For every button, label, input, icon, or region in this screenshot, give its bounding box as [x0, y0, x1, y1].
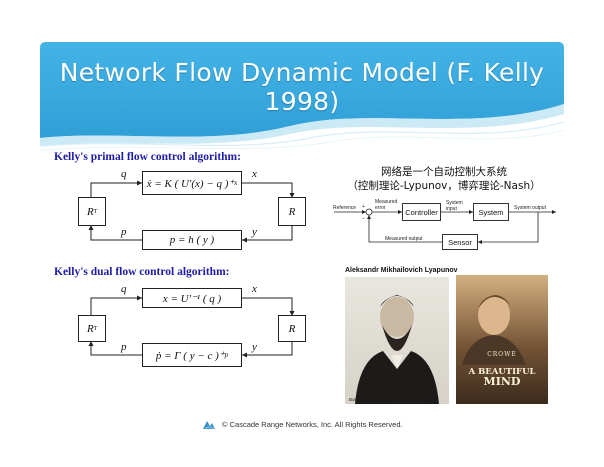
dual-price-equation: ṗ = Γ ( y − c )⁺	[155, 349, 225, 362]
control-title-line1: 网络是一个自动控制大系统	[381, 166, 507, 178]
measured-output-label: Measured output	[385, 236, 423, 242]
dual-price-subscript: p	[224, 351, 229, 359]
control-system-title: 网络是一个自动控制大系统 （控制理论-Lypunov，博弈理论-Nash）	[330, 165, 558, 193]
primal-routing-box: R	[278, 197, 306, 226]
dual-label-p: p	[121, 341, 127, 353]
primal-rt-label: R	[86, 205, 94, 218]
primal-label-q: q	[121, 168, 127, 180]
lyapunov-caption: Aleksandr Mikhailovich Lyapunov	[345, 267, 458, 274]
controller-box: Controller	[402, 203, 441, 221]
poster-actor-name: CROWE	[487, 351, 517, 358]
system-input-label: System input	[446, 200, 463, 212]
reference-label: Reference	[333, 205, 357, 211]
primal-rate-update-box: ẋ = K ( U′(x) − q )⁺x	[142, 171, 242, 195]
primal-label-p: p	[121, 226, 127, 238]
control-title-line2: （控制理论-Lypunov，博弈理论-Nash）	[347, 180, 541, 192]
dual-label-y: y	[252, 341, 257, 353]
born-label: Born	[349, 397, 359, 402]
minus-sign: −	[362, 216, 365, 222]
primal-rate-subscript: x	[234, 179, 238, 187]
dual-rate-equation: x = U′⁻¹ ( q )	[162, 292, 222, 305]
primal-label-y: y	[252, 226, 257, 238]
sensor-box: Sensor	[442, 234, 478, 250]
dual-label-q: q	[121, 283, 127, 295]
banner-background	[40, 42, 564, 151]
primal-price-box: p = h ( y )	[142, 230, 242, 250]
primal-rate-equation: ẋ = K ( U′(x) − q )⁺	[146, 177, 235, 190]
primal-heading: Kelly's primal flow control algorithm:	[54, 151, 241, 163]
dual-r-label: R	[288, 322, 296, 335]
primal-price-equation: p = h ( y )	[169, 234, 215, 246]
movie-poster: CROWE A BEAUTIFUL MIND	[456, 275, 548, 404]
dual-rt-sup: T	[93, 325, 98, 332]
dual-rt-label: R	[86, 322, 94, 335]
dual-price-update-box: ṗ = Γ ( y − c )⁺p	[142, 343, 242, 367]
cascade-logo-icon	[203, 421, 215, 430]
measured-error-label: Measured error	[375, 199, 398, 211]
born-date: June 6, 1857	[397, 397, 424, 402]
poster-title: A BEAUTIFUL MIND	[456, 367, 548, 387]
slide-title: Network Flow Dynamic Model (F. Kelly 199…	[59, 58, 545, 116]
primal-rt-sup: T	[93, 208, 98, 215]
poster-drawing	[456, 275, 548, 404]
dual-rate-box: x = U′⁻¹ ( q )	[142, 288, 242, 308]
poster-title-line1: A BEAUTIFUL	[468, 367, 536, 377]
plus-sign: +	[362, 204, 365, 210]
system-output-label: System output	[514, 205, 546, 211]
system-box: System	[473, 203, 509, 221]
copyright-text: © Cascade Range Networks, Inc. All Right…	[222, 419, 403, 429]
dual-routing-box: R	[278, 315, 306, 342]
portrait-drawing	[355, 295, 439, 404]
primal-r-label: R	[288, 205, 296, 218]
primal-label-x: x	[252, 168, 257, 180]
poster-title-line2: MIND	[483, 375, 521, 388]
dual-label-x: x	[252, 283, 257, 295]
footer: © Cascade Range Networks, Inc. All Right…	[202, 418, 403, 430]
lyapunov-portrait: Born June 6, 1857	[345, 277, 449, 404]
dual-heading: Kelly's dual flow control algorithm:	[54, 266, 230, 278]
title-banner	[40, 42, 564, 152]
